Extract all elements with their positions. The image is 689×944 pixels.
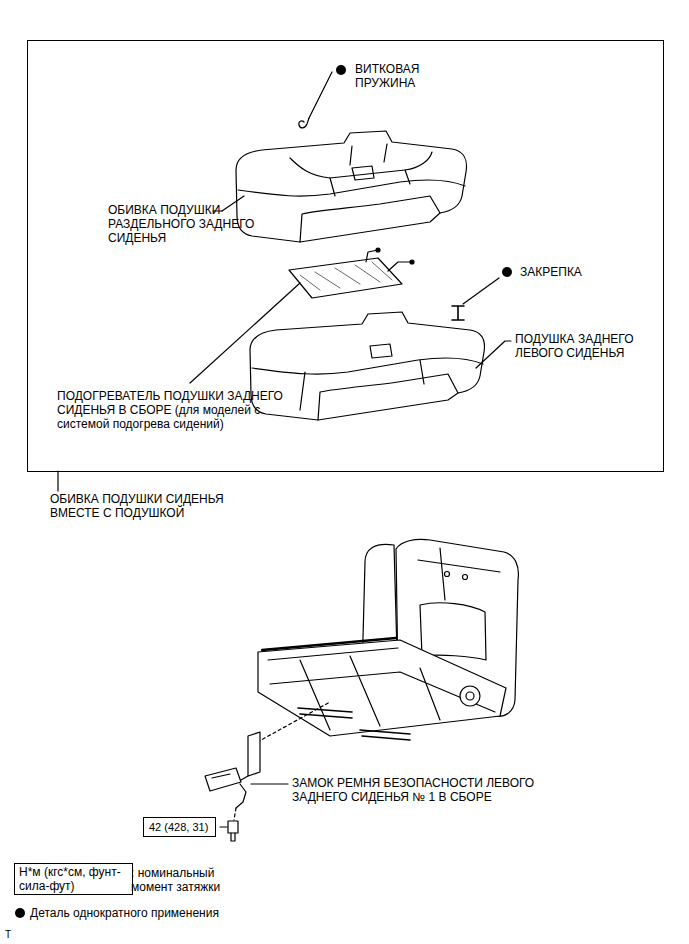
seat-back-seam (418, 548, 500, 600)
install-line (252, 702, 330, 745)
seat-back-panel (420, 603, 486, 660)
cover-seam (330, 144, 410, 196)
clip (452, 306, 464, 320)
buckle-strap (248, 732, 260, 776)
part-label: ЗАМОК РЕМНЯ БЕЗОПАСНОСТИ ЛЕВОГО ЗАДНЕГО … (292, 776, 542, 804)
leader-line (309, 72, 332, 118)
seat-heater-mat (289, 258, 402, 298)
heater-element (300, 262, 392, 290)
box-text: Н*м (кгс*см, фунт-сила-фут) (19, 865, 127, 893)
leader-line (463, 278, 499, 304)
legend-text: Деталь однократного применения (30, 906, 219, 920)
install-line (234, 808, 236, 820)
single-use-dot (336, 65, 346, 75)
cover-seam (238, 180, 465, 196)
headrest-hole (445, 572, 450, 577)
headrest-hole (463, 575, 468, 580)
seat-frame-rod (262, 638, 396, 650)
legend-entry: Деталь однократного применения (30, 906, 219, 920)
group-heading: ОБИВКА ПОДУШКИ СИДЕНЬЯ ВМЕСТЕ С ПОДУШКОЙ (50, 492, 230, 520)
recliner (466, 692, 474, 700)
part-label: ВИТКОВАЯ ПРУЖИНА (355, 62, 435, 90)
pad-seam (318, 374, 458, 420)
part-label: ЗАКРЕПКА (520, 265, 582, 279)
leader-line (222, 196, 244, 211)
part-label: ОБИВКА ПОДУШКИ РАЗДЕЛЬНОГО ЗАДНЕГО СИДЕН… (108, 203, 258, 245)
box-text: 42 (428, 31) (149, 820, 210, 834)
heater-connector (376, 248, 380, 252)
cover-seam (300, 196, 440, 242)
leader-line (251, 783, 288, 784)
legend-torque-box: Н*м (кгс*см, фунт-сила-фут) (14, 863, 133, 895)
pad-seam (370, 344, 392, 358)
single-use-dot (502, 267, 512, 277)
buckle-cable (236, 776, 248, 808)
figure-code: T (5, 928, 11, 942)
seat-cushion-pad (250, 312, 484, 420)
leader-line (476, 341, 511, 368)
legend-text: : номинальный момент затяжки (131, 866, 220, 894)
leader-line (57, 471, 58, 491)
torque-box: 42 (428, 31) (143, 817, 216, 837)
recliner (460, 686, 480, 706)
pad-seam (300, 360, 424, 410)
seat-leg-rail (298, 708, 410, 740)
heater-connector (410, 260, 414, 264)
cover-seam (290, 152, 432, 178)
seat-belt-buckle (212, 774, 230, 778)
coil-spring (299, 118, 309, 128)
cushion-cover (236, 131, 466, 242)
leader-line (220, 826, 227, 827)
bolt (228, 821, 238, 833)
part-label: ПОДОГРЕВАТЕЛЬ ПОДУШКИ ЗАДНЕГО СИДЕНЬЯ В … (57, 389, 287, 431)
cover-seam (352, 166, 374, 180)
seat-belt-buckle (205, 768, 241, 791)
bolt (231, 833, 235, 841)
part-label: ПОДУШКА ЗАДНЕГО ЛЕВОГО СИДЕНЬЯ (515, 332, 645, 360)
legend-entry: : номинальный момент затяжки (131, 866, 231, 894)
pad-seam (252, 358, 483, 374)
single-use-dot (15, 908, 25, 918)
heater-wire (366, 250, 412, 271)
